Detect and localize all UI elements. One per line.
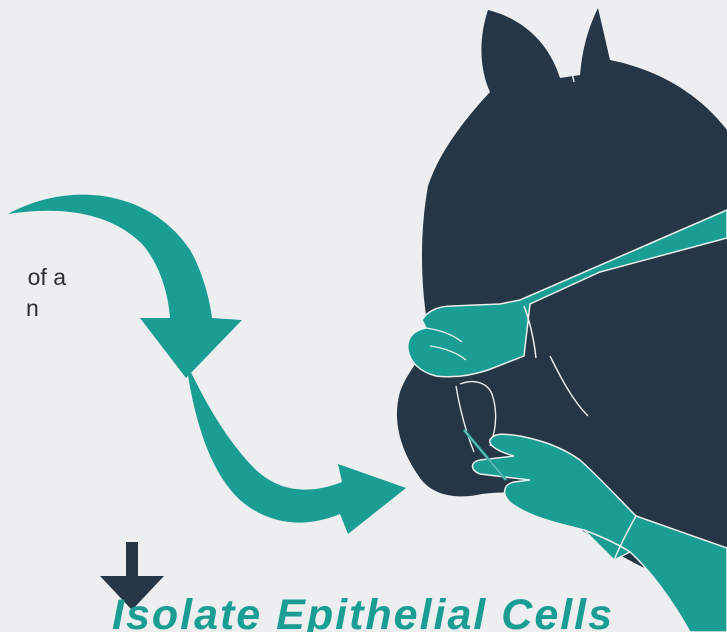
side-text-line-1: of a	[0, 262, 66, 293]
curved-arrow-icon-lower	[186, 362, 406, 534]
side-text-line-2: n	[26, 293, 66, 324]
step-caption: Isolate Epithelial Cells	[112, 591, 614, 632]
side-description-text: of a n	[0, 262, 80, 324]
